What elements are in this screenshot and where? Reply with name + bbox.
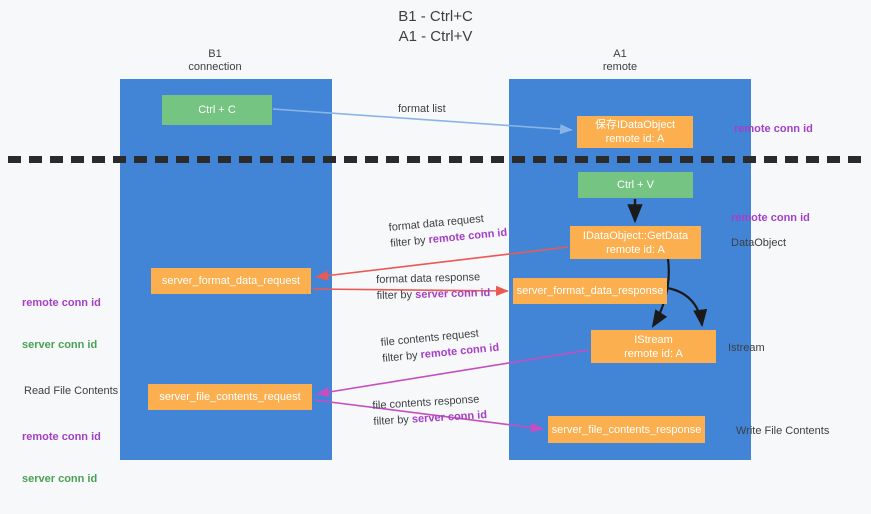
column-header-b1: B1 connection	[188, 48, 242, 73]
box-ctrl-v[interactable]: Ctrl + V	[578, 172, 693, 198]
annotation-write-file-contents: Write File Contents	[736, 425, 830, 437]
box-istream-label: IStream	[634, 333, 673, 346]
edge-label-file-contents-request: file contents request filter by remote c…	[380, 324, 500, 367]
edge-label-format-list-line1: format list	[398, 103, 446, 115]
filter-by-prefix: filter by	[381, 349, 422, 365]
edge-label-format-data-response-line2: filter by server conn id	[376, 285, 490, 304]
edge-label-file-contents-response: file contents response filter by server …	[372, 391, 487, 430]
box-ctrl-c[interactable]: Ctrl + C	[162, 95, 272, 125]
filter-by-id: server conn id	[414, 287, 491, 301]
filter-by-prefix: filter by	[389, 234, 430, 250]
box-server-format-data-response[interactable]: server_format_data_response	[513, 278, 667, 304]
page-title: B1 - Ctrl+C A1 - Ctrl+V	[398, 8, 473, 45]
box-save-idataobject-label: 保存IDataObject	[594, 119, 676, 131]
annotation-left-conn-ids-bottom: remote conn id server conn id	[22, 402, 101, 514]
annotation-remote-conn-id: remote conn id	[22, 431, 101, 443]
box-server-format-data-response-label: server_format_data_response	[516, 285, 664, 297]
box-server-format-data-request[interactable]: server_format_data_request	[151, 268, 311, 294]
annotation-server-conn-id: server conn id	[22, 339, 98, 351]
annotation-server-conn-id: server conn id	[22, 473, 98, 485]
box-idataobject-getdata-sublabel: remote id: A	[606, 243, 665, 256]
box-save-idataobject-sublabel: remote id: A	[605, 133, 665, 145]
filter-by-prefix: filter by	[376, 288, 416, 302]
box-ctrl-v-label: Ctrl + V	[617, 179, 654, 191]
edge-label-format-data-response: format data response filter by server co…	[376, 269, 491, 304]
box-ctrl-c-label: Ctrl + C	[198, 104, 236, 116]
filter-by-id: server conn id	[411, 409, 488, 426]
box-idataobject-getdata-label: IDataObject::GetData	[582, 229, 689, 242]
box-server-file-contents-request-label: server_file_contents_request	[159, 391, 301, 403]
edge-label-format-data-request: format data request filter by remote con…	[388, 209, 508, 252]
diagram-canvas: B1 - Ctrl+C A1 - Ctrl+V B1 connection A1…	[8, 8, 864, 485]
edge-label-format-list: format list	[398, 101, 446, 117]
annotation-istream: Istream	[728, 342, 765, 354]
annotation-remote-conn-id: remote conn id	[22, 297, 101, 309]
annotation-remote-conn-id-top: remote conn id	[734, 123, 813, 135]
box-idataobject-getdata[interactable]: IDataObject::GetData remote id: A	[570, 226, 701, 259]
annotation-read-file-contents: Read File Contents	[24, 385, 119, 397]
box-server-format-data-request-label: server_format_data_request	[161, 275, 301, 287]
box-istream-sublabel: remote id: A	[624, 347, 683, 360]
annotation-left-conn-ids-top: remote conn id server conn id	[22, 268, 101, 380]
box-istream[interactable]: IStream remote id: A	[591, 330, 716, 363]
column-header-a1: A1 remote	[602, 48, 638, 73]
box-server-file-contents-response[interactable]: server_file_contents_response	[548, 416, 705, 443]
filter-by-prefix: filter by	[373, 413, 413, 428]
annotation-remote-conn-id-mid: remote conn id	[731, 212, 810, 224]
box-save-idataobject[interactable]: 保存IDataObject remote id: A	[577, 116, 693, 148]
phase-divider-dashed-line	[8, 156, 864, 163]
box-server-file-contents-response-label: server_file_contents_response	[551, 423, 702, 436]
box-server-file-contents-request[interactable]: server_file_contents_request	[148, 384, 312, 410]
annotation-dataobject: DataObject	[731, 237, 787, 249]
